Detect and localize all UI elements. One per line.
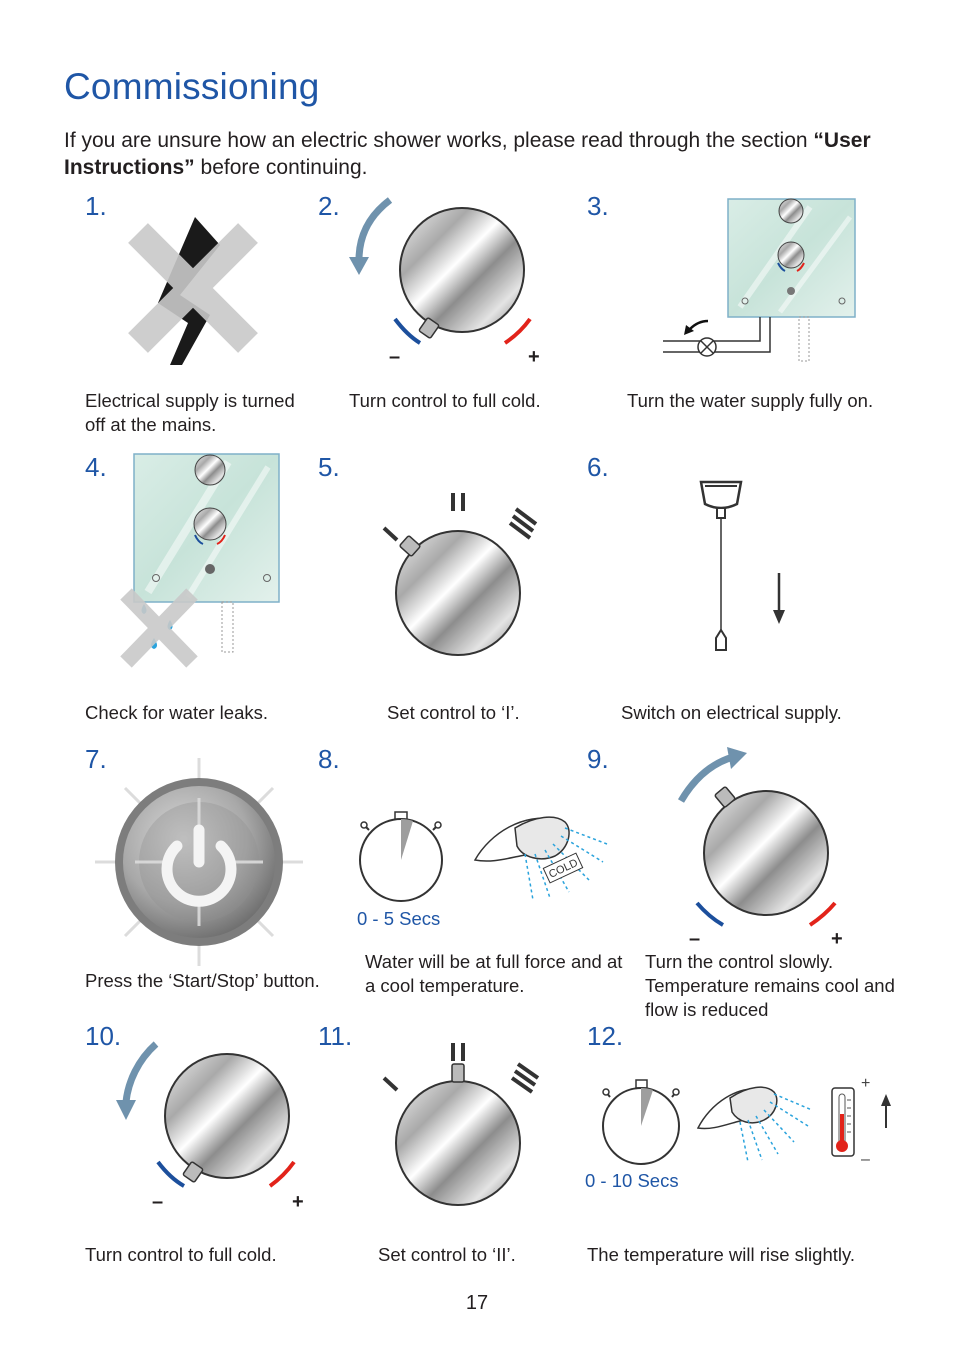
shower-head-icon: COLD <box>473 816 608 901</box>
dial-plus-label: + <box>292 1191 304 1213</box>
control-dial-icon <box>164 1053 290 1179</box>
step-number: 12. <box>587 1021 624 1051</box>
step-caption: Switch on electrical supply. <box>621 702 842 723</box>
step-number: 2. <box>318 191 340 221</box>
dial-setting-ii-illustration <box>382 1043 540 1206</box>
step-number: 8. <box>318 744 340 774</box>
water-supply-illustration <box>663 198 856 362</box>
thermometer-icon: + – <box>831 1075 891 1168</box>
step-number: 4. <box>85 452 107 482</box>
step-number: 3. <box>587 191 609 221</box>
control-dial-icon <box>395 530 521 656</box>
dial-minus-label: – <box>689 928 700 950</box>
shower-head-icon <box>696 1086 813 1163</box>
pull-cord-switch-icon <box>699 480 785 651</box>
step-caption: Water will be at full force and at a coo… <box>365 951 623 996</box>
thermo-plus-label: + <box>861 1075 870 1092</box>
dial-plus-label: + <box>831 928 843 950</box>
dial-setting-i-illustration <box>382 493 538 656</box>
water-leak-cross-icon <box>120 588 198 668</box>
step-caption: Turn control to full cold. <box>349 390 541 411</box>
step-number: 9. <box>587 744 609 774</box>
power-icon <box>161 840 237 907</box>
rotate-ccw-arrow-icon <box>355 197 393 261</box>
flow-timer-illustration: COLD <box>359 811 608 902</box>
control-dial-icon <box>395 1080 521 1206</box>
page-number: 17 <box>465 1292 489 1314</box>
rotate-cw-dial-illustration: – + <box>677 747 843 950</box>
step-caption: The temperature will rise slightly. <box>587 1244 855 1265</box>
thermo-minus-label: – <box>861 1151 870 1168</box>
step-caption: Set control to ‘I’. <box>387 702 520 723</box>
step-number: 5. <box>318 452 340 482</box>
stopwatch-icon <box>602 1079 680 1165</box>
step-caption: Check for water leaks. <box>85 702 269 723</box>
temperature-rise-illustration: + – <box>602 1075 891 1168</box>
timer-label: 0 - 10 Secs <box>585 1170 679 1191</box>
step-number: 1. <box>85 191 107 221</box>
step-number: 7. <box>85 744 107 774</box>
dial-minus-label: – <box>389 346 400 368</box>
rotate-cw-arrow-icon <box>677 753 735 803</box>
control-dial-icon <box>399 207 525 333</box>
step-caption: Set control to ‘II’. <box>378 1244 516 1265</box>
step-number: 6. <box>587 452 609 482</box>
stopwatch-icon <box>359 811 443 902</box>
intro-paragraph: If you are unsure how an electric shower… <box>64 129 871 179</box>
page-title: Commissioning <box>64 66 320 107</box>
dial-plus-label: + <box>528 346 540 368</box>
control-dial-icon <box>703 790 829 916</box>
power-off-cross-icon <box>128 217 258 365</box>
step-number: 11. <box>318 1021 353 1051</box>
dial-minus-label: – <box>152 1191 163 1213</box>
leak-check-illustration <box>120 453 280 668</box>
step-caption: Press the ‘Start/Stop’ button. <box>85 970 320 991</box>
step-caption: Electrical supply is turned off at the m… <box>85 390 295 435</box>
timer-label: 0 - 5 Secs <box>357 908 441 929</box>
step-number: 10. <box>85 1021 122 1051</box>
step-caption: Turn the water supply fully on. <box>627 390 874 411</box>
start-stop-button-icon[interactable] <box>95 758 305 968</box>
rotate-ccw-dial-illustration: – + <box>116 1041 304 1213</box>
step-caption: Turn control to full cold. <box>85 1244 277 1265</box>
user-instructions-reference: “User Instructions” <box>64 129 871 179</box>
rotate-ccw-dial-illustration: – + <box>349 197 540 368</box>
rotate-ccw-arrow-icon <box>122 1041 159 1103</box>
step-caption: Turn the control slowly. Temperature rem… <box>645 951 895 1020</box>
